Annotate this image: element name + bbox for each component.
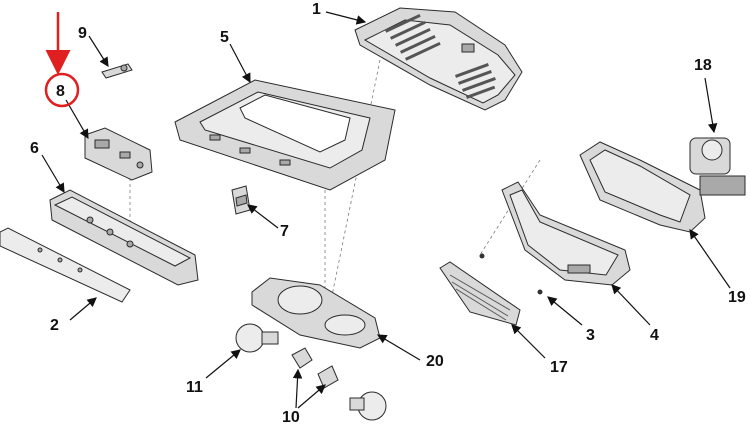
part-20-light-housing: [251, 277, 381, 349]
part-1-top-cover: [354, 7, 523, 111]
leader-lines: [41, 11, 731, 409]
label-part-11: 11: [186, 379, 203, 396]
label-part-3: 3: [586, 327, 595, 344]
part-11-bulb: [235, 323, 279, 353]
part-labels: 1 5 9 8 6 7 2 11 10 20 17 3 4 19 18: [30, 1, 746, 426]
label-part-9: 9: [78, 25, 87, 42]
label-part-4: 4: [650, 327, 659, 344]
part-8-control-board: [84, 127, 153, 181]
part-3-screw: [479, 253, 543, 295]
part-18-motor: [689, 137, 746, 196]
part-17-grille: [439, 261, 521, 326]
label-part-20: 20: [426, 353, 444, 370]
part-6-control-housing: [49, 189, 199, 286]
part-5-mounting-frame: [174, 79, 396, 191]
part-10-sockets: [291, 347, 339, 389]
label-part-17: 17: [550, 359, 568, 376]
assembly-guide-lines: [129, 59, 641, 331]
part-9-switch: [101, 63, 133, 79]
label-part-19: 19: [728, 289, 746, 306]
highlight-circle: [44, 72, 80, 108]
part-bulb-second: [349, 391, 387, 421]
highlight-marker: [44, 12, 80, 108]
label-part-18: 18: [694, 57, 712, 74]
part-4-front-bezel: [501, 181, 631, 286]
label-part-7: 7: [280, 223, 289, 240]
label-part-6: 6: [30, 140, 39, 157]
part-7-clip: [231, 185, 251, 215]
label-part-5: 5: [220, 29, 229, 46]
label-part-8: 8: [56, 83, 65, 100]
part-19-outer-housing: [579, 141, 706, 233]
label-part-1: 1: [312, 1, 321, 18]
part-2-overlay-strip: [0, 227, 131, 303]
label-part-10: 10: [282, 409, 300, 426]
label-part-2: 2: [50, 317, 59, 334]
